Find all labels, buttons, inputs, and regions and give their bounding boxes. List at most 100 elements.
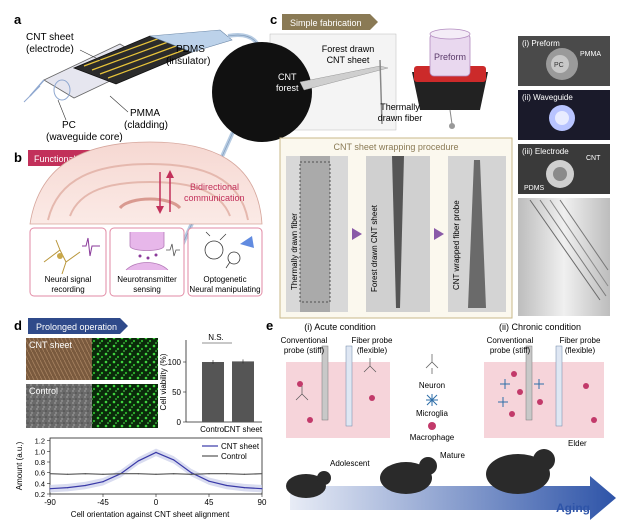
data-point xyxy=(84,484,86,487)
bar-category-label: Control xyxy=(200,425,226,434)
banner-prolonged-operation xyxy=(28,318,128,334)
label-vert-wrapped: CNT wrapped fiber probe xyxy=(452,200,461,290)
bar-chart-cell-viability: Cell viability (%) N.S. 050100ControlCNT… xyxy=(159,333,263,434)
label-adolescent: Adolescent xyxy=(330,459,370,468)
neuron-icon xyxy=(425,354,439,374)
data-point xyxy=(49,488,51,490)
acute-fiber-1: Fiber probe xyxy=(352,336,393,345)
chronic-fiber-1: Fiber probe xyxy=(560,336,601,345)
x-tick-label: 45 xyxy=(205,498,214,507)
box-neural-recording: Neural signal recording xyxy=(29,227,107,297)
inset-waveguide: (ii) Waveguide xyxy=(518,90,610,140)
mice: Adolescent Mature Elder xyxy=(286,439,587,498)
label-acute: (i) Acute condition xyxy=(304,322,376,332)
line-chart-orientation: Amount (a.u.) Cell orientation against C… xyxy=(15,437,267,519)
label-inset-i: (i) Preform xyxy=(522,39,560,48)
label-microglia: Microglia xyxy=(416,409,449,418)
bar-y-tick-label: 0 xyxy=(177,418,182,427)
acute-tissue: Conventional probe (stiff) Fiber probe (… xyxy=(281,336,393,438)
box1-line2: recording xyxy=(51,285,84,294)
data-point xyxy=(102,481,104,483)
y-tick-label: 0.4 xyxy=(35,479,45,488)
label-aging: Aging xyxy=(556,501,590,515)
label-cladding: (cladding) xyxy=(124,120,168,131)
data-point xyxy=(137,460,139,462)
label-cnt: CNT xyxy=(278,72,297,82)
legend-cnt-sheet: CNT sheet xyxy=(221,442,260,451)
label-bidirectional: Bidirectional xyxy=(190,182,239,192)
label-inset-ii: (ii) Waveguide xyxy=(522,93,573,102)
data-point xyxy=(208,480,210,482)
panel-b: b Functional integration Bidirectional c… xyxy=(14,141,263,297)
box2-line2: sensing xyxy=(133,285,161,294)
bar-category-label: CNT sheet xyxy=(224,425,263,434)
label-img-control: Control xyxy=(29,386,58,396)
micrograph-control-brightfield xyxy=(26,384,92,428)
banner-simple-fabrication xyxy=(282,14,378,30)
label-inset-pc: PC xyxy=(554,62,564,69)
wrapping-procedure: CNT sheet wrapping procedure Thermally d… xyxy=(279,137,513,319)
line-x-label: Cell orientation against CNT sheet align… xyxy=(71,510,230,519)
label-forest-cnt-sheet: CNT sheet xyxy=(327,55,370,65)
x-tick-label: -90 xyxy=(44,498,56,507)
label-neuron: Neuron xyxy=(419,381,445,390)
panel-d: d Prolonged operation CNT sheet Control … xyxy=(14,318,267,519)
label-preform: Preform xyxy=(434,52,466,62)
label-waveguide-core: (waveguide core) xyxy=(46,132,123,143)
box3-line2: Neural manipulating xyxy=(189,285,260,294)
data-point xyxy=(190,472,192,474)
y-tick-label: 0.8 xyxy=(35,458,45,467)
x-tick-label: 0 xyxy=(154,498,159,507)
chronic-conv-1: Conventional xyxy=(487,336,534,345)
data-point xyxy=(137,473,139,475)
bar-ns-label: N.S. xyxy=(208,333,224,342)
label-inset-iii: (iii) Electrode xyxy=(522,147,569,156)
data-point xyxy=(155,451,157,453)
data-point xyxy=(120,473,122,475)
y-tick-label: 1.2 xyxy=(35,437,45,446)
data-point xyxy=(102,473,104,475)
y-tick-label: 1.0 xyxy=(35,447,45,456)
panel-letter-a: a xyxy=(14,12,22,27)
data-point xyxy=(208,473,210,475)
y-tick-label: 0.2 xyxy=(35,490,45,499)
data-point xyxy=(226,484,228,487)
acute-conv-2: probe (stiff) xyxy=(284,346,325,355)
macrophage-icon xyxy=(428,422,436,430)
line-y-label: Amount (a.u.) xyxy=(15,441,24,490)
banner-prolonged-operation-text: Prolonged operation xyxy=(36,322,117,332)
bar-cnt-sheet xyxy=(232,361,254,422)
label-insulator: (insulator) xyxy=(166,56,210,67)
label-vert-forest: Forest drawn CNT sheet xyxy=(370,204,379,292)
label-img-cnt-sheet: CNT sheet xyxy=(29,340,72,350)
x-tick-label: 90 xyxy=(258,498,267,507)
preform-tower: Preform Thermally drawn fiber xyxy=(378,28,488,129)
label-elder: Elder xyxy=(568,439,587,448)
label-chronic: (ii) Chronic condition xyxy=(499,322,581,332)
x-tick-label: -45 xyxy=(97,498,109,507)
label-inset-pmma: PMMA xyxy=(580,51,601,58)
inset-preform: (i) Preform PMMA PC xyxy=(518,36,610,86)
label-inset-pdms: PDMS xyxy=(524,185,545,192)
label-pdms: PDMS xyxy=(176,44,205,55)
bar-y-tick-label: 100 xyxy=(168,358,182,367)
photo-cnt-forest: Forest drawn CNT sheet CNT forest xyxy=(212,33,397,142)
box1-line1: Neural signal xyxy=(45,275,92,284)
label-communication: communication xyxy=(184,193,245,203)
micrograph-cnt-fluorescence xyxy=(92,338,158,380)
label-pc: PC xyxy=(62,120,76,131)
box-optogenetic: Optogenetic Neural manipulating xyxy=(187,227,263,297)
data-point xyxy=(84,473,86,475)
bar-y-tick-label: 50 xyxy=(172,388,181,397)
box3-line1: Optogenetic xyxy=(203,275,246,284)
box2-line1: Neurotransmitter xyxy=(117,275,177,284)
label-inset-cnt: CNT xyxy=(586,155,601,162)
data-point xyxy=(155,473,157,475)
panel-letter-d: d xyxy=(14,318,22,333)
inset-electrode: (iii) Electrode CNT PDMS xyxy=(518,144,610,194)
label-forest-drawn: Forest drawn xyxy=(322,44,375,54)
micrograph-cnt-brightfield xyxy=(26,338,92,380)
banner-simple-fabrication-text: Simple fabrication xyxy=(290,18,362,28)
label-wrap-title: CNT sheet wrapping procedure xyxy=(334,142,459,152)
